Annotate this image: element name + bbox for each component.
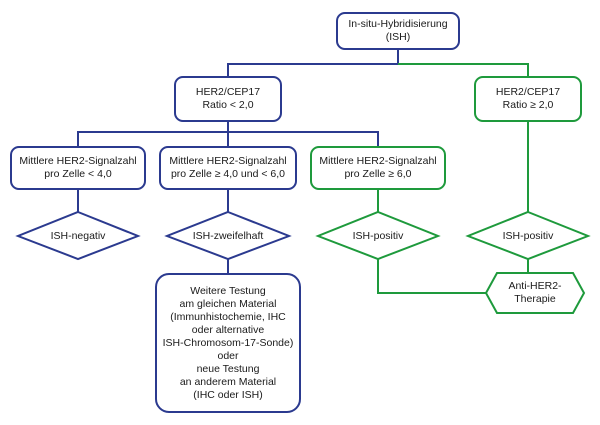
ish-node-line2: (ISH)	[385, 31, 411, 43]
signal-high-line1: Mittlere HER2-Signalzahl	[319, 155, 437, 167]
green-connectors	[377, 63, 529, 294]
further-testing-line: (IHC oder ISH)	[193, 388, 263, 401]
connector-ish-to-ratio-low	[227, 50, 399, 76]
further-testing-line: ISH-Chromosom-17-Sonde)	[162, 336, 294, 349]
decision-positive-1-label: ISH-positiv	[352, 230, 404, 242]
signal-high-line2: pro Zelle ≥ 6,0	[344, 168, 412, 180]
signal-mid-line2: pro Zelle ≥ 4,0 und < 6,0	[170, 168, 286, 180]
decision-equivocal-shape	[164, 210, 292, 261]
ish-node-line1: In-situ-Hybridisierung	[348, 18, 448, 30]
ratio-high-line1: HER2/CEP17	[495, 86, 561, 98]
therapy-line2: Therapie	[514, 293, 556, 305]
decision-positive-1-shape	[315, 210, 441, 261]
ish-node: In-situ-Hybridisierung (ISH)	[336, 12, 460, 50]
blue-connectors	[77, 50, 399, 273]
decision-negative-shape	[15, 210, 141, 261]
ratio-low-line2: Ratio < 2,0	[202, 99, 254, 111]
therapy-line1: Anti-HER2-	[508, 280, 562, 292]
further-testing-line: an anderem Material	[179, 375, 277, 388]
signal-low-line2: pro Zelle < 4,0	[44, 168, 112, 180]
further-testing-node: Weitere Testung am gleichen Material (Im…	[155, 273, 301, 413]
therapy-shape	[484, 272, 586, 314]
ratio-low-line1: HER2/CEP17	[195, 86, 261, 98]
decision-positive-2-label: ISH-positiv	[502, 230, 554, 242]
decision-equivocal-label: ISH-zweifelhaft	[192, 230, 264, 242]
further-testing-line: am gleichen Material	[179, 297, 277, 310]
signal-mid-node: Mittlere HER2-Signalzahl pro Zelle ≥ 4,0…	[159, 146, 297, 190]
signal-low-node: Mittlere HER2-Signalzahl pro Zelle < 4,0	[10, 146, 146, 190]
signal-low-line1: Mittlere HER2-Signalzahl	[19, 155, 137, 167]
signal-mid-line1: Mittlere HER2-Signalzahl	[169, 155, 287, 167]
further-testing-line: oder	[217, 349, 239, 362]
decision-negative-label: ISH-negativ	[50, 230, 106, 242]
further-testing-line: Weitere Testung	[190, 284, 266, 297]
ratio-low-node: HER2/CEP17 Ratio < 2,0	[174, 76, 282, 122]
connector-ish-to-ratio-high	[398, 63, 529, 76]
further-testing-line: (Immunhistochemie, IHC	[170, 310, 286, 323]
ratio-high-line2: Ratio ≥ 2,0	[502, 99, 554, 111]
further-testing-line: oder alternative	[191, 323, 265, 336]
further-testing-line: neue Testung	[196, 362, 260, 375]
ratio-high-node: HER2/CEP17 Ratio ≥ 2,0	[474, 76, 582, 122]
connector-positive-to-therapy	[377, 259, 486, 294]
therapy-label: Anti-HER2- Therapie	[508, 280, 561, 306]
signal-high-node: Mittlere HER2-Signalzahl pro Zelle ≥ 6,0	[310, 146, 446, 190]
decision-positive-2-shape	[465, 210, 591, 261]
connector-ratio-low-branches	[77, 122, 379, 146]
